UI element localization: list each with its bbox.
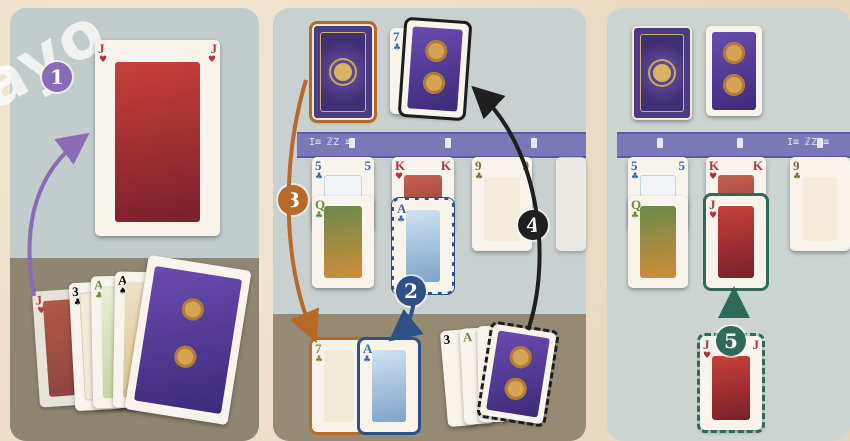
arrow-step-3 xyxy=(289,80,312,332)
arrow-step-4 xyxy=(480,94,540,330)
arrow-step-1 xyxy=(30,140,80,296)
arrow-step-2 xyxy=(398,300,414,334)
